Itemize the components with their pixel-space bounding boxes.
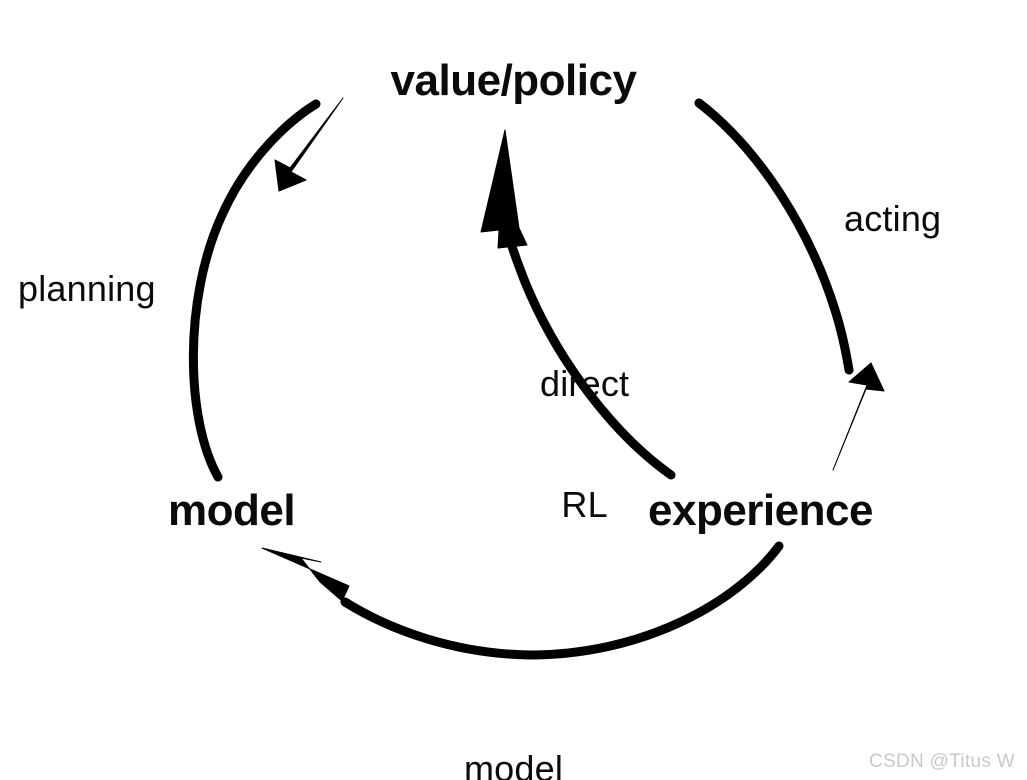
acting-arrow-head xyxy=(832,362,885,471)
edge-label-planning: planning xyxy=(18,268,156,309)
planning-arrow xyxy=(188,97,344,482)
model-learning-arrow-head xyxy=(261,547,350,602)
edge-label-acting: acting xyxy=(844,198,942,239)
node-model: model xyxy=(168,486,296,535)
edge-label-direct-rl: direct RL xyxy=(540,283,629,606)
direct-rl-arrow xyxy=(480,129,676,480)
planning-arrow-shaft xyxy=(188,99,321,482)
model-learning-arrow xyxy=(261,541,784,660)
edge-label-direct-rl-line1: direct xyxy=(540,362,630,404)
direct-rl-arrow-head xyxy=(480,129,528,249)
node-value-policy: value/policy xyxy=(390,56,637,105)
acting-arrow xyxy=(694,98,885,471)
watermark: CSDN @Titus W xyxy=(869,751,1015,773)
edge-label-model-learning: model learning xyxy=(449,668,579,780)
model-learning-arrow-shaft xyxy=(340,541,784,660)
planning-arrow-head xyxy=(274,97,344,192)
direct-rl-arrow-shaft xyxy=(505,235,676,480)
edge-label-model-learning-line1: model xyxy=(463,747,564,780)
acting-arrow-shaft xyxy=(694,98,854,375)
node-experience: experience xyxy=(648,486,873,535)
edge-label-direct-rl-line2: RL xyxy=(561,483,608,525)
